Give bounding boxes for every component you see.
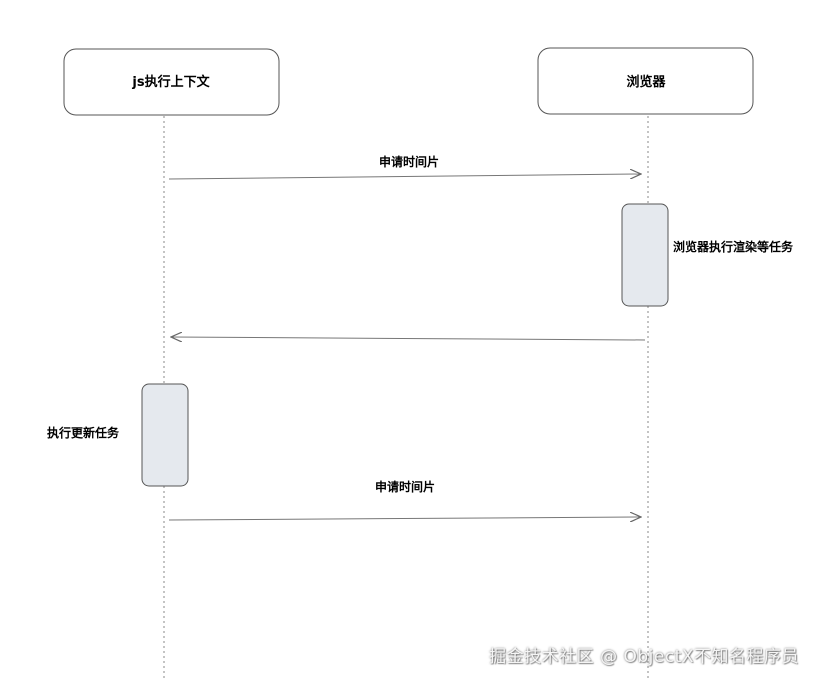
message-2-arrow: [171, 337, 646, 340]
actor-browser-label: 浏览器: [626, 74, 666, 90]
activation-browser: 浏览器执行渲染等任务: [621, 203, 794, 307]
message-3-arrow: [168, 517, 641, 520]
message-3: 申请时间片: [168, 479, 641, 520]
activation-js-context: 执行更新任务: [47, 383, 189, 487]
actor-js-context: js执行上下文: [63, 48, 280, 116]
activation-js-context-note: 执行更新任务: [47, 425, 120, 440]
message-1-label: 申请时间片: [379, 154, 439, 169]
actor-browser: 浏览器: [537, 47, 754, 115]
actor-js-context-label: js执行上下文: [131, 74, 210, 90]
message-2: [171, 337, 646, 340]
message-1: 申请时间片: [168, 154, 641, 180]
activation-browser-note: 浏览器执行渲染等任务: [673, 239, 794, 254]
message-1-arrow: [168, 174, 641, 180]
watermark: 掘金技术社区 @ ObjectX不知名程序员: [489, 647, 799, 667]
message-3-label: 申请时间片: [375, 479, 435, 494]
